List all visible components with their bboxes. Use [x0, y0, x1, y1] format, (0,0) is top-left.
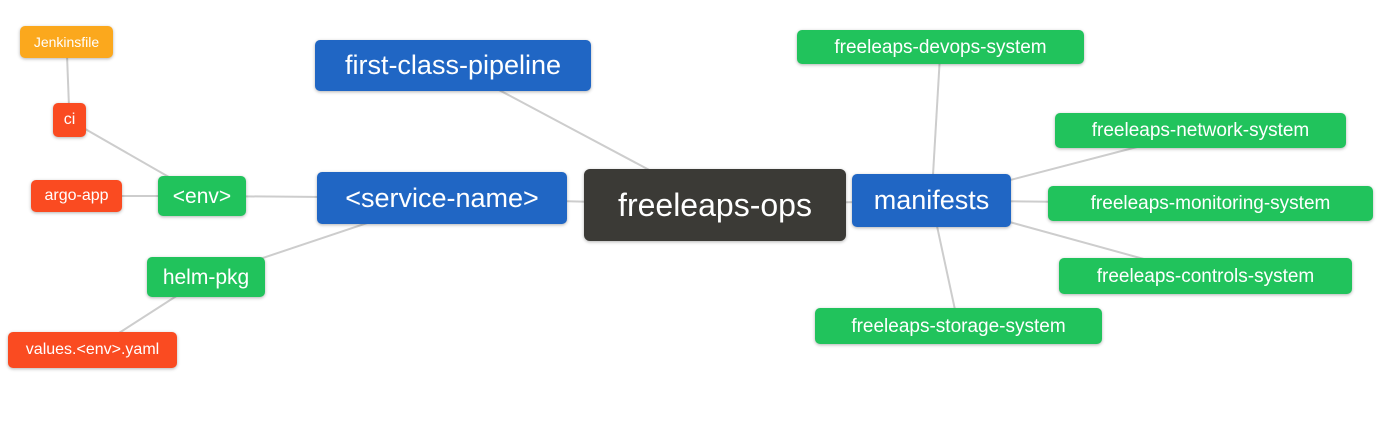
mindmap-node-pipeline[interactable]: first-class-pipeline: [315, 40, 591, 91]
mindmap-node-jenkinsfile[interactable]: Jenkinsfile: [20, 26, 113, 58]
mindmap-node-root[interactable]: freeleaps-ops: [584, 169, 846, 241]
mindmap-node-values[interactable]: values.<env>.yaml: [8, 332, 177, 368]
mindmap-node-label: first-class-pipeline: [344, 50, 562, 80]
mindmap-node-manifests[interactable]: manifests: [852, 174, 1011, 227]
mindmap-node-label: freeleaps-monitoring-system: [1090, 193, 1331, 214]
mindmap-node-label: <service-name>: [345, 182, 539, 213]
mindmap-node-controls[interactable]: freeleaps-controls-system: [1059, 258, 1352, 294]
mindmap-node-label: <env>: [172, 184, 232, 208]
mindmap-node-label: freeleaps-storage-system: [851, 315, 1066, 337]
mindmap-node-label: freeleaps-controls-system: [1096, 265, 1315, 287]
mindmap-node-label: freeleaps-ops: [618, 187, 812, 223]
mindmap-node-helm[interactable]: helm-pkg: [147, 257, 265, 297]
mindmap-node-env[interactable]: <env>: [158, 176, 246, 216]
mindmap-node-ci[interactable]: ci: [53, 103, 86, 137]
mindmap-node-service[interactable]: <service-name>: [317, 172, 567, 224]
mindmap-node-network[interactable]: freeleaps-network-system: [1055, 113, 1346, 148]
mindmap-node-monitoring[interactable]: freeleaps-monitoring-system: [1048, 186, 1373, 221]
mindmap-node-devops[interactable]: freeleaps-devops-system: [797, 30, 1084, 64]
mindmap-node-label: argo-app: [44, 187, 109, 204]
mindmap-node-label: freeleaps-network-system: [1091, 120, 1310, 141]
mindmap-node-label: values.<env>.yaml: [25, 341, 160, 358]
mindmap-node-label: freeleaps-devops-system: [834, 36, 1047, 58]
mindmap-node-storage[interactable]: freeleaps-storage-system: [815, 308, 1102, 344]
mindmap-node-label: ci: [63, 111, 76, 128]
mindmap-node-argo[interactable]: argo-app: [31, 180, 122, 212]
mindmap-node-label: helm-pkg: [162, 265, 250, 289]
mindmap-node-label: Jenkinsfile: [33, 34, 100, 50]
mindmap-node-label: manifests: [873, 185, 990, 215]
